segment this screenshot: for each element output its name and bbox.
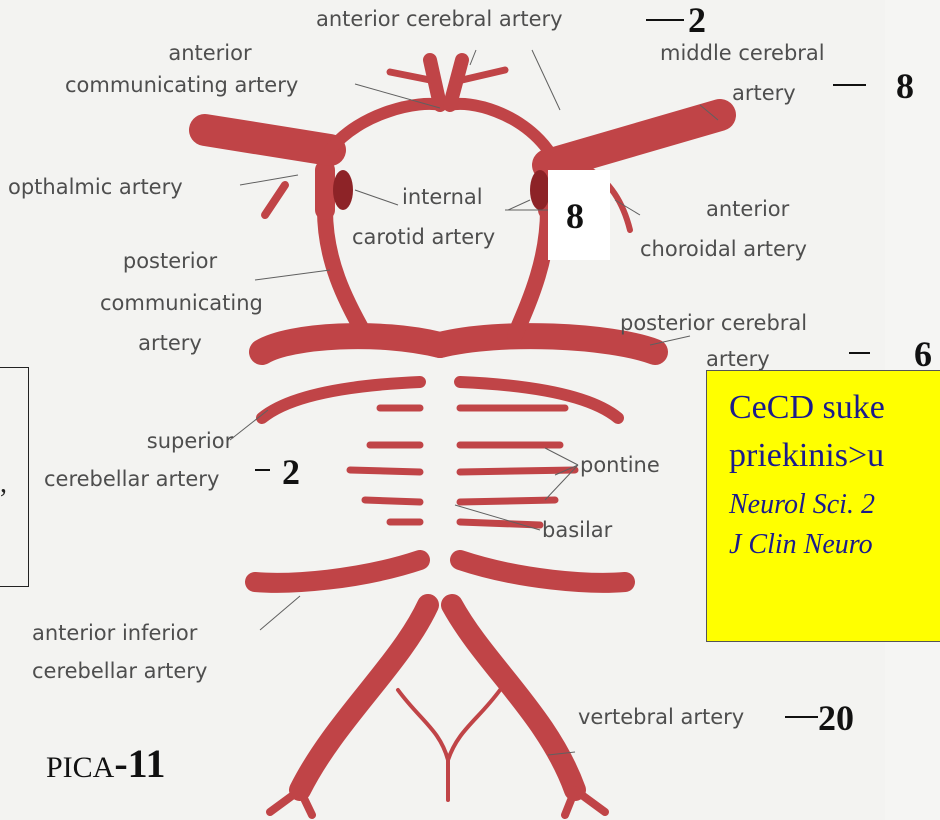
ica-opening-right bbox=[530, 170, 550, 210]
acom-stripes bbox=[440, 120, 454, 135]
aica-left bbox=[255, 560, 420, 583]
internal-carotid-artery-label-1: internal bbox=[402, 184, 483, 210]
middle-cerebral-artery-label-1: middle cerebral bbox=[660, 40, 825, 66]
note-line-1: CeCD suke bbox=[729, 389, 885, 427]
ophthalmic-artery-label: opthalmic artery bbox=[8, 174, 183, 200]
mca-left bbox=[205, 130, 330, 150]
pica-value: -11 bbox=[114, 741, 165, 786]
aica-label-2: cerebellar artery bbox=[32, 658, 207, 684]
aca-branch-left bbox=[390, 72, 430, 80]
aica-label-1: anterior inferior bbox=[32, 620, 197, 646]
aica-right bbox=[460, 560, 625, 583]
pca-count: 6 bbox=[914, 336, 932, 372]
aca-left bbox=[330, 104, 440, 150]
vertebral-root-right bbox=[565, 790, 605, 815]
pica-label: PICA bbox=[46, 751, 114, 784]
posterior-communicating-artery-label-1: posterior bbox=[100, 248, 240, 274]
pca-left bbox=[262, 336, 440, 352]
aca-right bbox=[450, 104, 548, 150]
note-line-4: J Clin Neuro bbox=[729, 529, 873, 561]
internal-carotid-artery-label-2: carotid artery bbox=[352, 224, 495, 250]
anterior-communicating-artery-label-2: communicating artery bbox=[65, 72, 298, 98]
anterior-choroidal-artery-label-2: choroidal artery bbox=[640, 236, 807, 262]
highlight-note: CeCD suke priekinis>u Neurol Sci. 2 J Cl… bbox=[706, 370, 940, 642]
note-line-3: Neurol Sci. 2 bbox=[729, 489, 875, 521]
aca-branch-right bbox=[462, 70, 505, 80]
vertebral-artery-right bbox=[452, 605, 575, 790]
anterior-cerebral-artery-label: anterior cerebral artery bbox=[316, 6, 563, 32]
superior-cerebellar-artery-label-1: superior bbox=[115, 428, 265, 454]
posterior-cerebral-artery-label-2: artery bbox=[706, 346, 770, 372]
middle-cerebral-artery-label-2: artery bbox=[732, 80, 796, 106]
aca-count: 2 bbox=[688, 2, 706, 38]
mca-right bbox=[548, 115, 720, 165]
pca-right bbox=[440, 336, 655, 352]
artery-network bbox=[205, 60, 720, 815]
superior-cerebellar-artery-label-2: cerebellar artery bbox=[44, 466, 219, 492]
anterior-spinal-branches bbox=[398, 690, 500, 800]
anterior-choroidal-artery-label-1: anterior bbox=[706, 196, 789, 222]
pontine-arteries-label: pontine bbox=[580, 452, 660, 478]
anterior-communicating-artery-label-1: anterior bbox=[150, 40, 270, 66]
basilar-artery-label: basilar bbox=[542, 517, 612, 543]
pica-count-label: PICA-11 bbox=[46, 740, 165, 787]
sca-left bbox=[262, 382, 420, 418]
vertebral-artery-label: vertebral artery bbox=[578, 704, 744, 730]
sca-count: 2 bbox=[282, 454, 300, 490]
ica-opening-left bbox=[333, 170, 353, 210]
pcom-right bbox=[515, 210, 548, 335]
posterior-cerebral-artery-label-1: posterior cerebral bbox=[620, 310, 807, 336]
mca-count: 8 bbox=[896, 68, 914, 104]
vertebral-artery-left bbox=[300, 605, 428, 790]
vertebral-count: 20 bbox=[818, 700, 854, 736]
posterior-communicating-artery-label-2: communicating bbox=[100, 290, 263, 316]
vertebral-root-left bbox=[270, 790, 312, 815]
ica-count: 8 bbox=[566, 198, 584, 234]
left-box-mark: , bbox=[0, 468, 7, 500]
note-line-2: priekinis>u bbox=[729, 437, 884, 475]
sca-right bbox=[460, 382, 618, 418]
ophthalmic-branch bbox=[265, 185, 285, 215]
posterior-communicating-artery-label-3: artery bbox=[100, 330, 240, 356]
